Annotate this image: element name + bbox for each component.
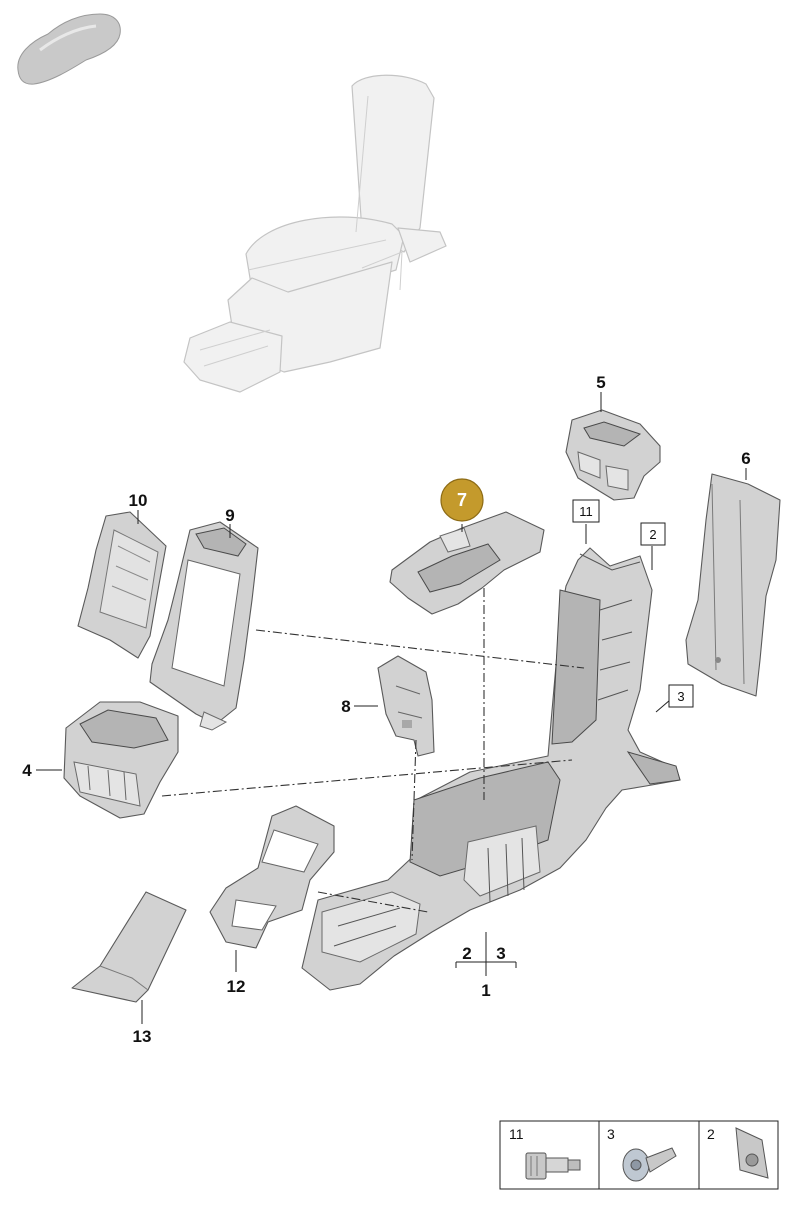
part-3-box-label: 3: [677, 689, 684, 704]
part-3-boxed-callout[interactable]: 3: [668, 684, 694, 708]
fastener-legend: 11 3 2: [499, 1120, 779, 1190]
part-6-side-trim-panel: [685, 473, 781, 697]
leader-lines: [36, 392, 747, 1024]
part-9-trim-frame: [149, 521, 259, 731]
part-1-label[interactable]: 1: [481, 981, 490, 1000]
part-10-lid-panel: [77, 511, 167, 659]
part-2-box-label: 2: [649, 527, 656, 542]
part-7-insert-tray: [389, 511, 545, 615]
part-4-label[interactable]: 4: [22, 761, 32, 780]
part-3-label[interactable]: 3: [496, 944, 505, 963]
part-12-mounting-bracket: [209, 805, 335, 949]
part-8-bracket-plate: [377, 655, 435, 757]
part-5-label[interactable]: 5: [596, 373, 605, 392]
vehicle-thumbnail-icon: [17, 13, 121, 85]
legend-label-11: 11: [509, 1126, 524, 1142]
part-11-boxed-callout[interactable]: 11: [572, 499, 600, 523]
part-13-label[interactable]: 13: [133, 1027, 152, 1046]
legend-cell-3[interactable]: 3: [607, 1126, 677, 1182]
part-5-control-module: [565, 409, 661, 501]
console-assembly-ghost: [183, 74, 447, 393]
legend-label-2: 2: [707, 1126, 715, 1142]
part-7-label: 7: [457, 490, 467, 510]
speed-nut-clip-icon: [735, 1127, 769, 1179]
legend-label-3: 3: [607, 1126, 615, 1142]
part-2-label[interactable]: 2: [462, 944, 471, 963]
part-12-label[interactable]: 12: [227, 977, 246, 996]
part-2-boxed-callout[interactable]: 2: [640, 522, 666, 546]
part-1-console-carrier: [301, 547, 681, 991]
part-13-floor-liner: [71, 891, 187, 1003]
flange-screw-icon: [622, 1147, 677, 1182]
assembly-lines: [161, 588, 585, 913]
legend-cell-11[interactable]: 11: [509, 1126, 581, 1180]
part-4-storage-compartment: [63, 701, 179, 819]
part-9-label[interactable]: 9: [225, 506, 234, 525]
part-6-label[interactable]: 6: [741, 449, 750, 468]
part-10-label[interactable]: 10: [129, 491, 148, 510]
part-7-highlight-badge[interactable]: 7: [440, 478, 484, 522]
part-8-label[interactable]: 8: [341, 697, 350, 716]
legend-cell-2[interactable]: 2: [707, 1126, 769, 1179]
part-11-box-label: 11: [579, 504, 593, 519]
stepped-bolt-icon: [525, 1152, 581, 1180]
